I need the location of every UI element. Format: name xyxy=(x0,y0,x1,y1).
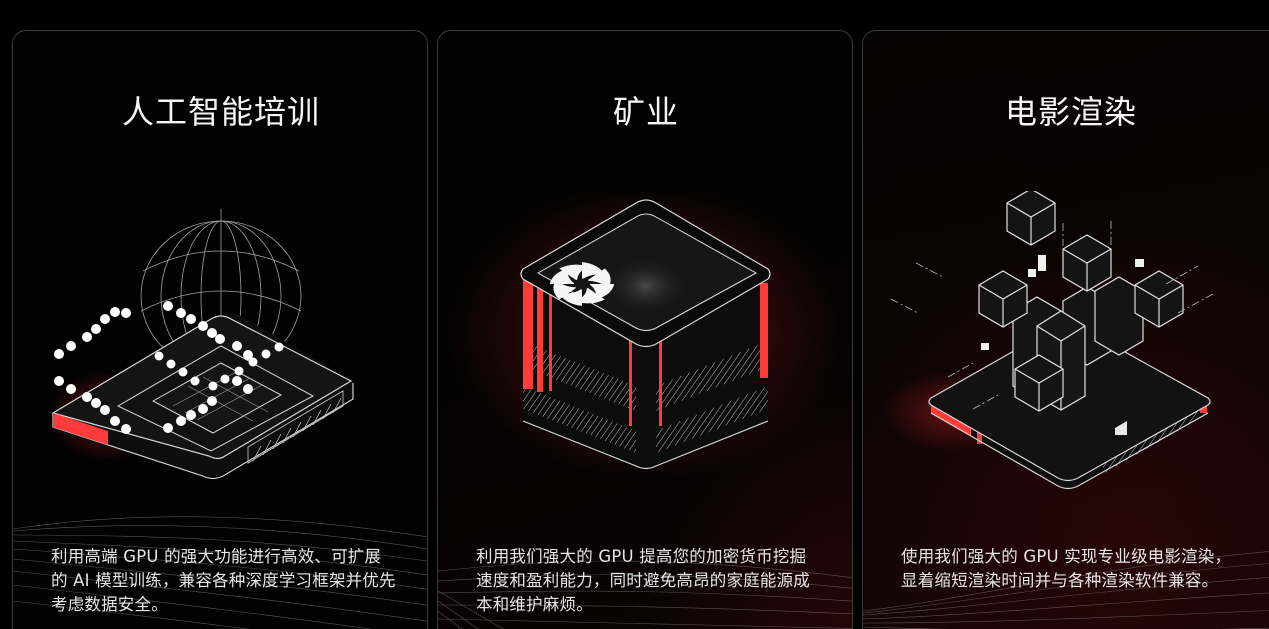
card-title: 电影渲染 xyxy=(1004,93,1137,131)
card-description: 使用我们强大的 GPU 实现专业级电影渲染，显着缩短渲染时间并与各种渲染软件兼容… xyxy=(901,547,1232,590)
card-title: 人工智能培训 xyxy=(121,93,320,131)
card-film-rendering[interactable]: 电影渲染 xyxy=(862,30,1269,629)
card-ai-training[interactable]: 人工智能培训 xyxy=(12,30,428,629)
wave-lines-decoration xyxy=(13,516,427,629)
render-cubes-platform-icon xyxy=(883,191,1214,490)
card-title: 矿业 xyxy=(612,93,679,131)
card-description: 利用高端 GPU 的强大功能进行高效、可扩展的 AI 模型训练，兼容各种深度学习… xyxy=(51,547,396,614)
wave-lines-decoration xyxy=(438,560,852,629)
card-description: 利用我们强大的 GPU 提高您的加密货币挖掘速度和盈利能力，同时避免高昂的家庭能… xyxy=(476,547,810,614)
mining-rig-fan-icon xyxy=(446,191,846,481)
ai-chip-globe-icon xyxy=(48,209,354,480)
card-mining[interactable]: 矿业 xyxy=(437,30,853,629)
fan-icon xyxy=(549,262,615,306)
